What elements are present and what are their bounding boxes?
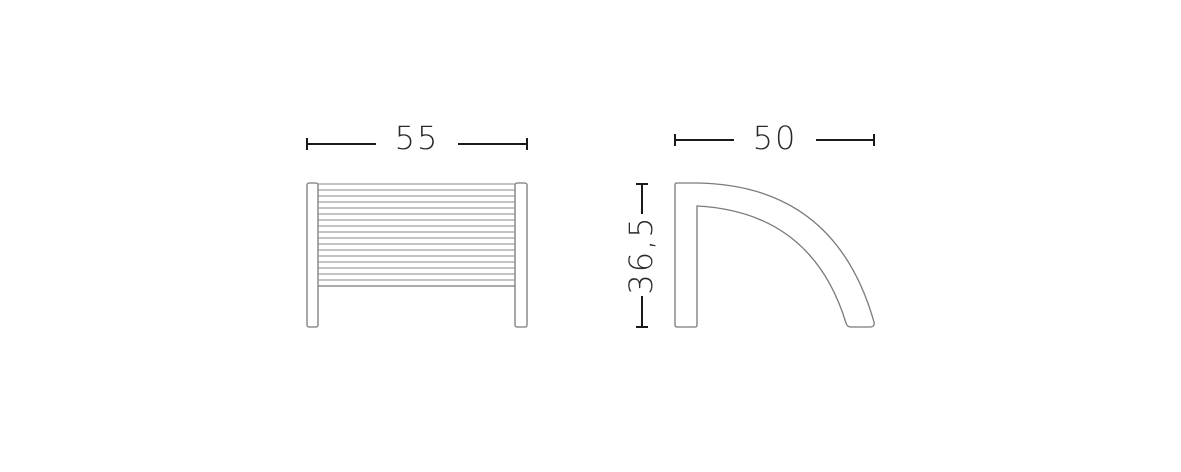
side-view: 50 36,5 bbox=[622, 119, 875, 328]
front-left-leg bbox=[306, 182, 319, 328]
front-seat-slats bbox=[318, 183, 515, 281]
front-view: 55 bbox=[306, 119, 528, 328]
side-stool-outline bbox=[674, 182, 875, 328]
side-height-dimension: 36,5 bbox=[622, 183, 660, 328]
side-stool-profile bbox=[674, 182, 875, 328]
front-stool-outline bbox=[306, 182, 528, 328]
front-width-label: 55 bbox=[395, 119, 440, 157]
side-height-label: 36,5 bbox=[622, 215, 660, 294]
side-depth-label: 50 bbox=[753, 119, 798, 157]
front-right-leg bbox=[514, 182, 528, 328]
side-depth-dimension: 50 bbox=[674, 119, 875, 157]
front-width-dimension: 55 bbox=[306, 119, 528, 157]
